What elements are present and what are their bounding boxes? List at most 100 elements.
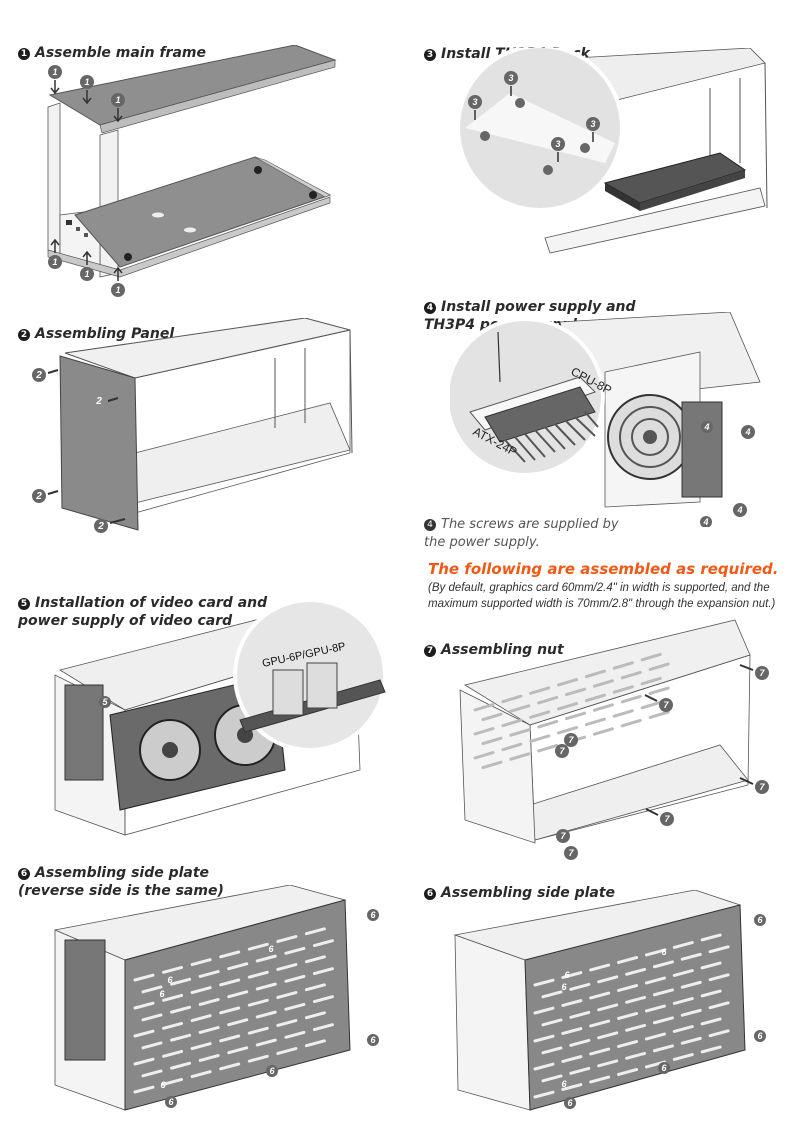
svg-text:4: 4 (702, 517, 708, 527)
vent-slot (529, 734, 551, 743)
screw-callouts: 1 1 1 1 1 1 (48, 65, 125, 297)
vent-slot (537, 743, 559, 753)
vent-slot (589, 1075, 611, 1084)
front-panel-dark (59, 355, 139, 531)
svg-text:1: 1 (115, 95, 120, 105)
vent-slot (141, 1069, 163, 1078)
vent-slot (700, 1045, 722, 1054)
svg-text:2: 2 (97, 521, 104, 532)
vent-slot (644, 1004, 666, 1013)
vent-slot (227, 1046, 249, 1055)
svg-text:1: 1 (84, 77, 89, 87)
vent-slot (680, 980, 702, 989)
vent-slot (625, 995, 647, 1004)
vent-slot (584, 693, 606, 703)
vent-slot (284, 1030, 306, 1039)
vent-slot (644, 1032, 666, 1041)
vent-slot (219, 950, 241, 959)
svg-text:6: 6 (370, 1035, 376, 1045)
svg-text:6: 6 (370, 910, 376, 920)
vent-slot (625, 1051, 647, 1060)
vent-slot (541, 1018, 563, 1027)
vent-slot (537, 695, 559, 705)
vent-slot (481, 712, 503, 722)
vent-slot (597, 1059, 619, 1068)
svg-text:2: 2 (35, 491, 42, 502)
vent-slot (584, 669, 606, 679)
step-number-badge: 3 (424, 49, 436, 61)
svg-text:5: 5 (102, 697, 108, 707)
svg-text:7: 7 (759, 782, 765, 792)
vent-slot (501, 742, 523, 752)
vent-slot (612, 661, 634, 670)
vent-slot (569, 1010, 591, 1019)
svg-text:1: 1 (52, 257, 57, 267)
svg-text:3: 3 (508, 73, 513, 83)
vent-slot (219, 978, 241, 987)
vent-slot (170, 977, 192, 986)
vent-slot (617, 956, 639, 964)
vent-slot (680, 1036, 702, 1045)
vent-slot (247, 1026, 269, 1035)
svg-text:4: 4 (744, 427, 750, 437)
vent-slot (227, 962, 249, 971)
vent-slot (198, 1054, 220, 1062)
screw-callouts: 6 6 6 6 6 6 6 6 (561, 914, 766, 1109)
vent-slot (617, 1012, 639, 1020)
vent-slot (219, 1006, 241, 1015)
vent-slot (700, 1017, 722, 1026)
vent-slot (648, 662, 670, 671)
vent-slot (640, 700, 662, 710)
vent-slot (170, 1033, 192, 1042)
step-number-badge: 2 (18, 329, 30, 341)
vent-slot (557, 678, 579, 687)
vent-slot (672, 1025, 694, 1033)
vent-slot (708, 1029, 730, 1038)
svg-text:6: 6 (159, 989, 165, 999)
vent-slot (533, 978, 555, 987)
vent-slot (700, 933, 722, 942)
vent-slot (533, 1006, 555, 1015)
vent-slot (190, 958, 212, 967)
standoffs (480, 98, 590, 175)
vent-slot (541, 1074, 563, 1083)
step-number-badge: 4 (424, 302, 436, 314)
front-frame-left (47, 102, 61, 256)
vent-slot (620, 670, 642, 680)
vent-slot (162, 993, 184, 1002)
step-number-badge: 5 (18, 598, 30, 610)
vent-slot (219, 1062, 241, 1071)
vent-slot (597, 975, 619, 984)
vent-slot (529, 710, 551, 719)
vent-slot (247, 998, 269, 1007)
vent-slot (501, 718, 523, 728)
step-title-text: Assembling Panel (35, 326, 175, 342)
vent-slot (533, 1062, 555, 1071)
vent-slot (592, 727, 614, 736)
vent-slot (227, 1018, 249, 1027)
vent-slot (617, 1068, 639, 1076)
vent-slot (141, 1013, 163, 1022)
vent-slot (700, 989, 722, 998)
vent-slot (276, 1019, 298, 1027)
vent-slot (312, 939, 334, 948)
svg-text:7: 7 (664, 814, 670, 824)
vent-slot (625, 967, 647, 976)
svg-text:3: 3 (590, 119, 595, 129)
gpu-connector (272, 669, 304, 716)
vent-slot (672, 941, 694, 949)
vent-slot (276, 963, 298, 971)
vent-slot (162, 1049, 184, 1058)
vent-slot (255, 1010, 277, 1019)
psu-vent (64, 939, 106, 1061)
vent-slot (652, 1044, 674, 1053)
vent-slot (561, 1027, 583, 1035)
vent-slot (592, 703, 614, 712)
vent-slot (133, 1085, 155, 1094)
vent-slot (708, 1001, 730, 1010)
vent-slot (481, 760, 503, 770)
vent-slot (509, 704, 531, 713)
vent-slot (284, 946, 306, 955)
vent-slot (708, 973, 730, 982)
